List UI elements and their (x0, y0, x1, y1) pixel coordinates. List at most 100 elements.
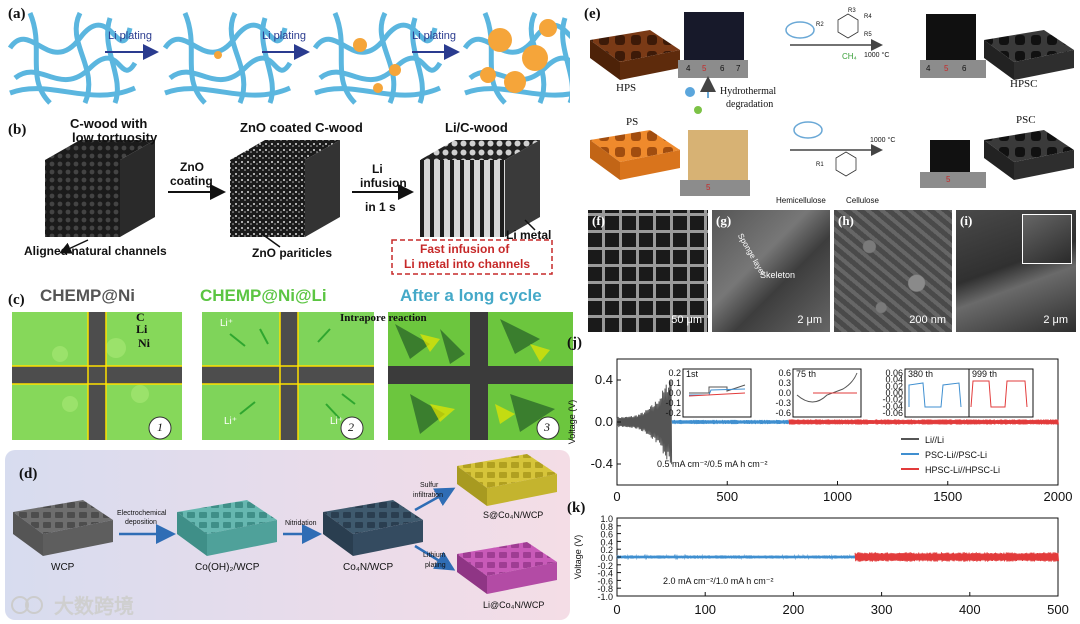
d-name-co4n: Co₄N/WCP (343, 562, 393, 573)
d-step-electro-2: deposition (125, 519, 157, 526)
sem-image-g: (g) Sponge layer Skeleton 2 μm (712, 210, 830, 332)
panel-a: (a) Li plating Li plating Li plating (0, 0, 570, 112)
inset-y-tick: 0.6 (778, 368, 791, 378)
b-title-2: ZnO coated C-wood (240, 120, 363, 135)
e-hydro-1: Hydrothermal (720, 86, 776, 97)
watermark-text: 大数跨境 (54, 590, 134, 619)
d-step-sulfur-2: infiltration (413, 492, 443, 499)
c-legend-ni: Ni (138, 336, 150, 351)
x-tick-label: 500 (1047, 602, 1069, 617)
b-title-1a: C-wood with (70, 116, 147, 131)
sem-image-i: (i) 2 μm (956, 210, 1076, 332)
i-label: (i) (960, 213, 972, 229)
d-step-nitridation: Nitridation (285, 520, 317, 527)
inset-y-tick: 0.1 (668, 378, 681, 388)
inset-y-tick: 0.3 (778, 378, 791, 388)
d-name-wcp: WCP (51, 562, 74, 573)
inset-title-1: 1st (686, 369, 699, 379)
y-tick-label: -0.4 (591, 456, 613, 471)
inset-title-2: 75 th (796, 369, 816, 379)
h-scale: 200 nm (909, 314, 946, 326)
e-temp-top: 1000 °C (864, 52, 889, 59)
b-callout-zno: ZnO pariticles (252, 246, 332, 260)
f-scale: 50 μm (671, 314, 702, 326)
c-circle-1: 1 (157, 420, 163, 435)
c-legend-li: Li (136, 322, 147, 337)
e-hps: HPS (616, 82, 636, 94)
chart-k: 01002003004005001.00.80.60.40.20.0-0.2-0… (565, 500, 1080, 624)
b-callout-limetal: Li metal (506, 228, 551, 242)
e-ch4: CH₄ (842, 52, 857, 61)
panel-c-schematic (0, 284, 580, 446)
watermark-icon (10, 593, 50, 617)
series-trace-1 (617, 380, 672, 465)
inset-title-2b: 999 th (972, 369, 997, 379)
x-tick-label: 0 (613, 602, 620, 617)
f-label: (f) (592, 213, 605, 229)
b-arrow1-l2: coating (170, 174, 213, 188)
watermark-logo: 大数跨境 (10, 590, 134, 619)
b-box-line2: Li metal into channels (404, 257, 530, 271)
e-psc: PSC (1016, 114, 1036, 126)
b-box-line1: Fast infusion of (420, 242, 509, 256)
panel-e: (e) HPS HPSC PS PSC (580, 0, 1080, 205)
x-tick-label: 300 (871, 602, 893, 617)
y-tick-label: 0.4 (595, 372, 613, 387)
d-step-electro-1: Electrochemical (117, 510, 166, 517)
x-tick-label: 400 (959, 602, 981, 617)
e-ruler-5c: 5 (946, 175, 950, 184)
g-label: (g) (716, 213, 731, 229)
e-ruler-5b: 5 (944, 64, 948, 73)
e-rgroup-4: R4 (864, 14, 872, 20)
d-name-s: S@Co₄N/WCP (483, 510, 543, 520)
panel-a-schematic (0, 0, 570, 112)
inset-y-tick: -0.6 (775, 408, 791, 418)
d-name-cooh: Co(OH)₂/WCP (195, 562, 259, 573)
e-rgroup-5: R5 (864, 32, 872, 38)
d-name-li: Li@Co₄N/WCP (483, 600, 544, 610)
c-ion-3: Li⁺ (330, 416, 343, 427)
e-ruler-7: 7 (736, 64, 740, 73)
y-axis-label: Voltage (V) (567, 400, 577, 445)
h-label: (h) (838, 213, 854, 229)
sem-image-h: (h) 200 nm (834, 210, 952, 332)
inset-y-tick: -0.2 (665, 408, 681, 418)
legend-label-3: HPSC-Li//HPSC-Li (925, 465, 1000, 475)
x-tick-label: 200 (783, 602, 805, 617)
c-circle-2: 2 (348, 420, 354, 435)
a-arrow-label-2: Li plating (262, 30, 306, 42)
e-hemicellulose: Hemicellulose (776, 196, 826, 205)
c-reaction-label: Intrapore reaction (340, 312, 427, 324)
e-ruler-4: 4 (686, 64, 690, 73)
inset-y-tick: -0.06 (882, 408, 903, 418)
c-ion-2: Li⁺ (224, 416, 237, 427)
series-trace-2 (672, 420, 789, 424)
inset-y-tick: 0.2 (668, 368, 681, 378)
y-axis-label: Voltage (V) (573, 535, 583, 580)
e-ruler-6: 6 (720, 64, 724, 73)
b-arrow2-l2: infusion (360, 176, 407, 190)
inset-title-3: 380 th (908, 369, 933, 379)
inset-y-tick: -0.1 (665, 398, 681, 408)
b-title-1b: low tortuosity (72, 130, 157, 145)
inset-y-tick: 0.0 (668, 388, 681, 398)
d-step-lithium-1: Lithium (423, 552, 446, 559)
b-arrow1-l1: ZnO (180, 160, 204, 174)
series-trace-2 (855, 552, 1058, 561)
b-callout-channels: Aligned natural channels (24, 244, 167, 258)
e-ruler-5: 5 (702, 64, 706, 73)
d-step-sulfur-1: Sulfur (420, 482, 438, 489)
x-tick-label: 100 (694, 602, 716, 617)
g-scale: 2 μm (797, 314, 822, 326)
inset-y-tick: -0.3 (775, 398, 791, 408)
e-ruler-4b: 4 (926, 64, 930, 73)
y-tick-label: -1.0 (597, 592, 613, 602)
e-rgroup-1: R1 (816, 162, 824, 168)
e-ps: PS (626, 116, 638, 128)
e-hpsc: HPSC (1010, 78, 1038, 90)
panel-e-schematic (580, 0, 1080, 205)
panel-c: (c) CHEMP@Ni CHEMP@Ni@Li After a long cy… (0, 284, 580, 446)
